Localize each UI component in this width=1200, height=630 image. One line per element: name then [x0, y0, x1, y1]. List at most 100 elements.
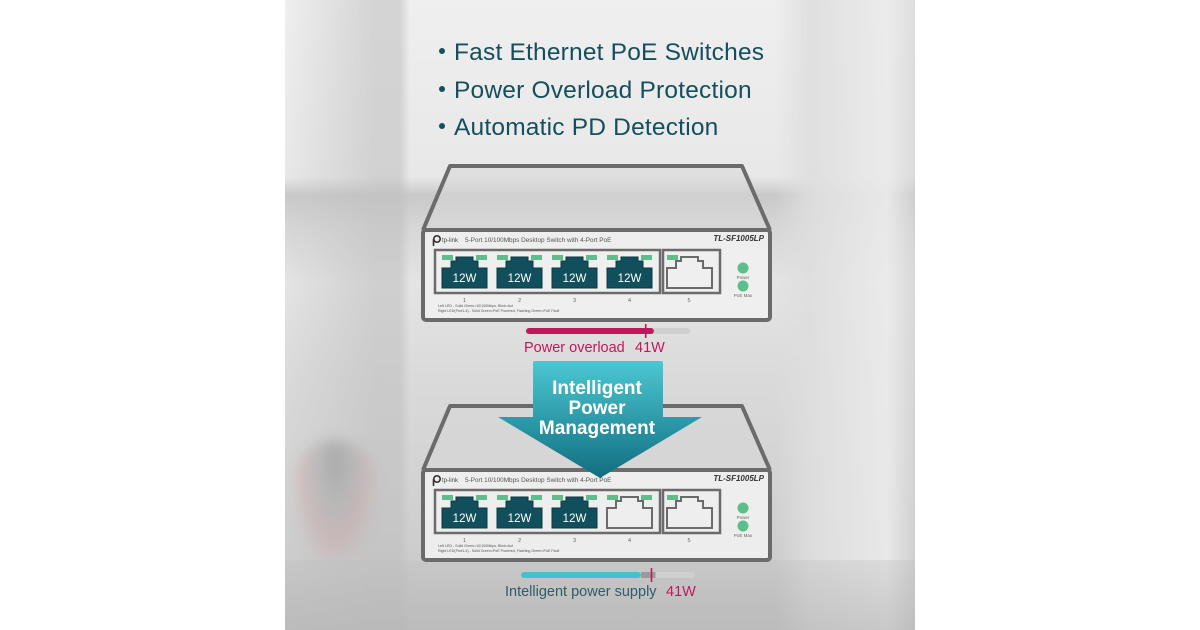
switch-illustration: tp-link 5-Port 10/100Mbps Desktop Switch …: [421, 164, 772, 322]
port-socket-powered: [496, 256, 543, 289]
bullet-icon: [439, 123, 445, 130]
port-number: 4: [628, 298, 631, 304]
feature-item: Fast Ethernet PoE Switches: [435, 34, 764, 72]
port-led-left: [497, 495, 508, 500]
ethernet-port: [666, 255, 713, 289]
model-name: TL-SF1005LP: [713, 474, 764, 483]
background-person: [295, 440, 375, 560]
port-socket-empty: [666, 256, 713, 289]
poe-max-led-icon: [737, 520, 749, 532]
port-led-left: [667, 495, 678, 500]
port-led-left: [552, 255, 563, 260]
ethernet-port: 12W: [496, 495, 543, 529]
bar-gap: [641, 572, 656, 578]
port-socket-powered: [606, 256, 653, 289]
port-number: 1: [463, 298, 466, 304]
port-socket-powered: [496, 496, 543, 529]
overload-bar: [526, 324, 690, 338]
led-legend-left: Left LED - Solid Green=10/100Mbps, Blink…: [438, 304, 513, 308]
feature-text: Automatic PD Detection: [454, 114, 719, 141]
port-led-right: [586, 495, 597, 500]
poe-port-group: [433, 248, 662, 295]
port-led-right: [476, 255, 487, 260]
port-number: 2: [518, 298, 521, 304]
led-legend-right: Right LED(Port1-4) - Solid Green=PoE Pow…: [438, 309, 559, 313]
background-column-right: [775, 0, 915, 630]
supply-limit: 41W: [666, 584, 696, 600]
port-led-right: [476, 495, 487, 500]
poe-port-group: [433, 488, 662, 535]
power-led-icon: [737, 502, 749, 514]
port-power-label: 12W: [453, 513, 477, 525]
port-number: 4: [628, 538, 631, 544]
port-led-left: [607, 495, 618, 500]
power-led-icon: [737, 262, 749, 274]
port-power-label: 12W: [508, 273, 532, 285]
port-socket-powered: [551, 256, 598, 289]
feature-item: Power Overload Protection: [435, 72, 764, 110]
power-led-label: Power: [737, 275, 750, 280]
arrow-shape: [498, 361, 702, 478]
overload-label: Power overload: [524, 340, 625, 356]
poe-max-led-label: PoE Max: [734, 293, 753, 298]
port-led-left: [607, 255, 618, 260]
brand-text: tp-link: [442, 238, 459, 244]
port-number: 5: [687, 538, 690, 544]
feature-text: Power Overload Protection: [454, 76, 752, 104]
switch-description: 5-Port 10/100Mbps Desktop Switch with 4-…: [465, 477, 611, 484]
port-number: 2: [518, 538, 521, 544]
brand-text: tp-link: [442, 478, 459, 484]
port-socket-empty: [606, 496, 653, 529]
ethernet-port: 12W: [606, 255, 653, 289]
switch-top: [421, 164, 772, 231]
port-socket-empty: [666, 496, 713, 529]
intelligent-power-arrow: [498, 361, 702, 478]
port-led-left: [497, 255, 508, 260]
power-led-label: Power: [737, 515, 750, 520]
port-led-left: [442, 495, 453, 500]
port-led-left: [667, 255, 678, 260]
tp-link-logo-icon: [432, 235, 442, 246]
bullet-icon: [439, 85, 445, 92]
ethernet-port: 12W: [441, 495, 488, 529]
port-led-right: [641, 495, 652, 500]
uplink-port-group: [661, 488, 722, 535]
arrow-line: Management: [538, 418, 656, 439]
ethernet-port: 12W: [551, 495, 598, 529]
port-power-label: 12W: [563, 273, 587, 285]
tp-link-logo-icon: [432, 475, 442, 486]
ethernet-port: 12W: [496, 255, 543, 289]
feature-item: Automatic PD Detection: [435, 109, 764, 147]
port-led-right: [641, 255, 652, 260]
port-socket-powered: [441, 496, 488, 529]
led-legend-right: Right LED(Port1-4) - Solid Green=PoE Pow…: [438, 549, 559, 553]
arrow-line: Power: [568, 398, 626, 419]
port-number: 1: [463, 538, 466, 544]
port-number: 3: [573, 538, 576, 544]
switch-description: 5-Port 10/100Mbps Desktop Switch with 4-…: [465, 237, 611, 244]
arrow-line: Intelligent: [552, 378, 642, 399]
port-power-label: 12W: [453, 273, 477, 285]
port-number: 5: [687, 298, 690, 304]
poe-max-led-icon: [737, 280, 749, 292]
ethernet-port: [606, 495, 653, 529]
feature-list: Fast Ethernet PoE Switches Power Overloa…: [435, 34, 764, 147]
port-led-left: [552, 495, 563, 500]
ethernet-port: 12W: [551, 255, 598, 289]
port-socket-powered: [441, 256, 488, 289]
bar-fill: [526, 328, 654, 334]
led-legend-left: Left LED - Solid Green=10/100Mbps, Blink…: [438, 544, 513, 548]
model-name: TL-SF1005LP: [713, 234, 764, 243]
poe-max-led-label: PoE Max: [734, 533, 753, 538]
port-power-label: 12W: [508, 513, 532, 525]
switch-before: tp-link 5-Port 10/100Mbps Desktop Switch …: [420, 162, 780, 327]
port-led-left: [442, 255, 453, 260]
port-led-right: [586, 255, 597, 260]
port-led-right: [531, 255, 542, 260]
port-power-label: 12W: [563, 513, 587, 525]
port-number: 3: [573, 298, 576, 304]
arrow-label: Intelligent Power Management: [517, 379, 677, 439]
uplink-port-group: [661, 248, 722, 295]
bar-fill: [521, 572, 642, 578]
port-power-label: 12W: [618, 273, 642, 285]
